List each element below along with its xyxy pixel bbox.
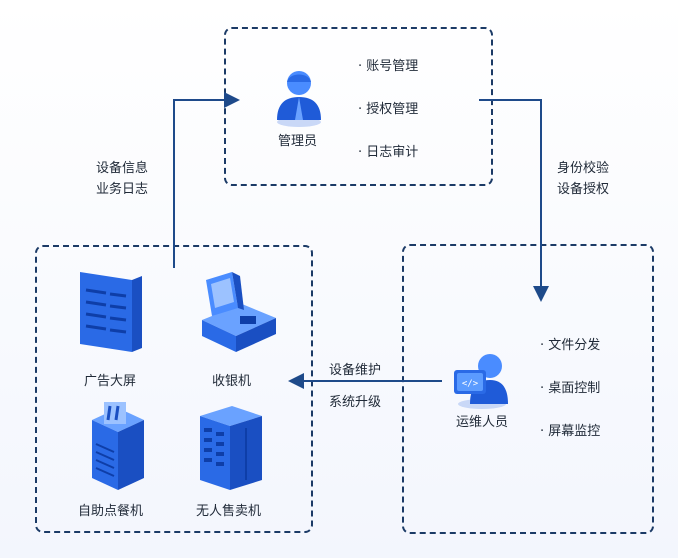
device-cash-register-label: 收银机 (212, 374, 252, 389)
ops-role-label: 运维人员 (456, 415, 509, 430)
device-vending-machine-label: 无人售卖机 (196, 504, 262, 519)
admin-task-log-audit: · 日志审计 (358, 145, 419, 160)
flow-label-identity-check: 身份校验 (557, 161, 610, 176)
ops-task-file-distribution: · 文件分发 (540, 338, 601, 353)
flow-label-device-auth: 设备授权 (557, 182, 610, 197)
flow-label-device-maintenance: 设备维护 (329, 363, 382, 378)
ops-box (402, 244, 654, 534)
admin-role-label: 管理员 (278, 134, 318, 149)
flow-label-device-info: 设备信息 (96, 161, 149, 176)
svg-text:</>: </> (462, 379, 479, 389)
ops-engineer-icon: </> (454, 354, 508, 409)
arrow-devices-to-admin (173, 92, 240, 268)
flow-label-business-log: 业务日志 (96, 182, 149, 197)
flow-label-system-upgrade: 系统升级 (329, 395, 382, 410)
cash-register-icon (202, 272, 276, 352)
ad-screen-icon (80, 272, 142, 352)
ops-task-screen-monitor: · 屏幕监控 (540, 424, 601, 439)
admin-task-account: · 账号管理 (358, 59, 419, 74)
vending-machine-icon (200, 406, 262, 490)
ops-task-desktop-control: · 桌面控制 (540, 381, 601, 396)
device-ad-screen-label: 广告大屏 (84, 374, 137, 389)
admin-user-icon (277, 71, 321, 127)
admin-task-authorization: · 授权管理 (358, 102, 419, 117)
self-ordering-kiosk-icon (92, 402, 144, 490)
arrow-admin-to-ops (479, 99, 549, 302)
device-self-ordering-label: 自助点餐机 (78, 504, 144, 519)
